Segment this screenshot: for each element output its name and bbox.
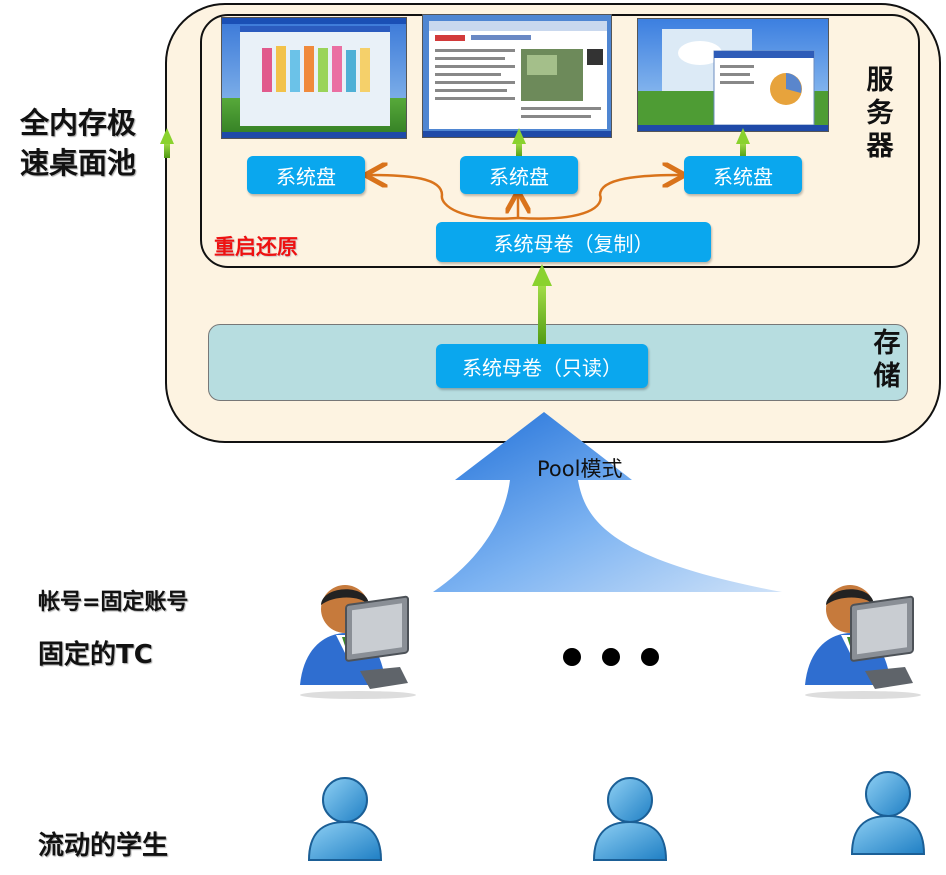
user-computer-icon <box>805 585 921 699</box>
pool-mode-arrow <box>433 412 782 592</box>
student-icon <box>592 777 668 861</box>
user-computer-icon <box>300 585 416 699</box>
green-arrow-storage-to-master <box>532 264 552 346</box>
student-icon <box>850 771 926 855</box>
green-arrow-disk1 <box>160 128 174 158</box>
green-arrow-disk3 <box>736 128 750 158</box>
pool-mode-label: Pool模式 <box>537 457 623 481</box>
students-label: 流动的学生 <box>38 831 169 861</box>
master-volume-readonly: 系统母卷（只读） <box>436 344 648 388</box>
ellipsis-dot <box>563 648 581 666</box>
desktop-screenshot-1 <box>221 17 407 139</box>
account-label: 帐号=固定账号 <box>38 590 189 615</box>
ellipsis-dot <box>641 648 659 666</box>
system-disk-1: 系统盘 <box>247 156 365 194</box>
orange-copy-arrows <box>370 175 680 220</box>
master-volume-copy: 系统母卷（复制） <box>436 222 711 262</box>
storage-label: 存储 <box>873 328 901 392</box>
green-arrow-disk2 <box>512 128 526 158</box>
system-disk-3: 系统盘 <box>684 156 802 194</box>
desktop-screenshot-3 <box>637 18 829 132</box>
restart-restore-label: 重启还原 <box>214 235 298 259</box>
system-disk-2: 系统盘 <box>460 156 578 194</box>
server-label: 服务器 <box>866 65 894 162</box>
desktop-screenshot-2 <box>422 14 612 138</box>
ellipsis-dot <box>602 648 620 666</box>
student-icon <box>307 777 383 861</box>
thin-client-label: 固定的TC <box>38 640 153 670</box>
desktop-pool-title: 全内存极速桌面池 <box>20 106 137 180</box>
